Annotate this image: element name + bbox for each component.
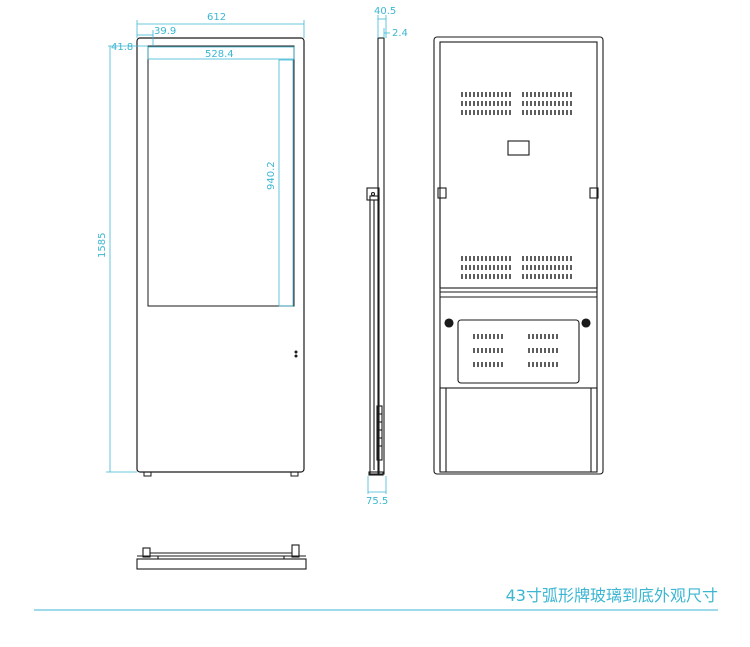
- dim-glass-thickness: 2.4: [392, 28, 408, 39]
- side-view-dimensions: [367, 15, 390, 494]
- dim-screen-height: 940.2: [266, 161, 277, 190]
- front-view-dimensions: [106, 20, 305, 473]
- rear-vents: [461, 92, 572, 367]
- drawing-caption: 43寸弧形牌玻璃到底外观尺寸: [506, 586, 718, 605]
- rear-view: [433, 36, 604, 475]
- dim-base-depth: 75.5: [366, 496, 388, 507]
- side-view: [366, 37, 385, 476]
- dim-bezel-left: 39.9: [154, 26, 176, 37]
- dim-bezel-side: 41.8: [111, 42, 133, 53]
- front-view: [136, 37, 305, 477]
- top-view: [136, 544, 307, 570]
- dim-total-depth: 40.5: [374, 6, 396, 17]
- dim-overall-width: 612: [207, 12, 226, 23]
- dim-overall-height: 1585: [97, 233, 108, 258]
- dim-screen-width: 528.4: [205, 49, 234, 60]
